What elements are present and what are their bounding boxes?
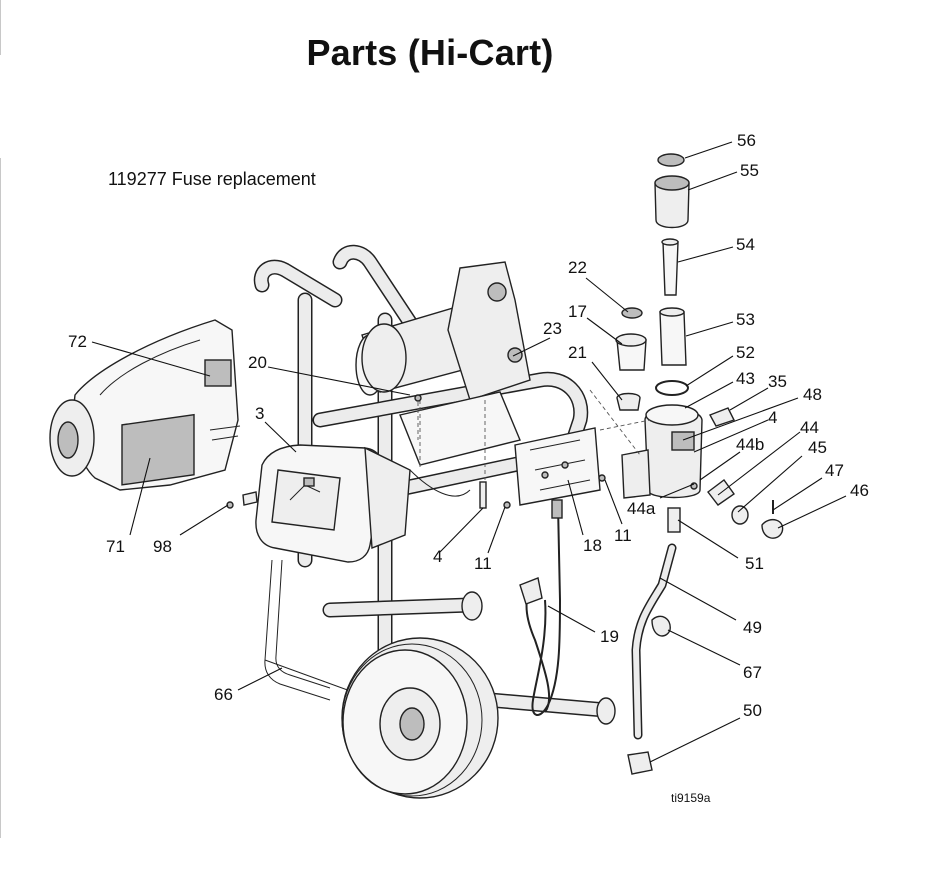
callout-labels: 56 55 54 22 17 53 23 72 21 52 20 43 35 4…	[68, 131, 869, 720]
suction-tube	[627, 543, 677, 775]
leader-lines	[91, 141, 847, 763]
callout-44b: 44b	[736, 435, 764, 454]
callout-50: 50	[743, 701, 762, 720]
figure-id: ti9159a	[671, 791, 711, 805]
power-cord	[519, 499, 563, 716]
callout-44: 44	[800, 418, 819, 437]
callout-66: 66	[214, 685, 233, 704]
fuse-replacement-note: 119277 Fuse replacement	[108, 169, 316, 189]
page-title: Parts (Hi-Cart)	[306, 32, 554, 73]
callout-4-lower: 4	[433, 547, 442, 566]
filter-parts	[615, 307, 647, 411]
callout-48: 48	[803, 385, 822, 404]
callout-20: 20	[248, 353, 267, 372]
callout-11-left: 11	[474, 554, 492, 573]
callout-35: 35	[768, 372, 787, 391]
callout-72: 72	[68, 332, 87, 351]
callout-3: 3	[255, 404, 264, 423]
control-board	[514, 427, 601, 506]
callout-21: 21	[568, 343, 587, 362]
callout-49: 49	[743, 618, 762, 637]
callout-56: 56	[737, 131, 756, 150]
callout-53: 53	[736, 310, 755, 329]
callout-55: 55	[740, 161, 759, 180]
pressure-control-stack	[589, 153, 784, 539]
callout-11-right: 11	[614, 526, 632, 545]
callout-44a: 44a	[627, 499, 656, 518]
callout-22: 22	[568, 258, 587, 277]
page-edge-top	[0, 0, 1, 55]
callout-18: 18	[583, 536, 602, 555]
callout-45: 45	[808, 438, 827, 457]
motor-assembly	[355, 261, 531, 480]
wheel	[341, 637, 499, 799]
callout-54: 54	[736, 235, 755, 254]
callout-51: 51	[745, 554, 764, 573]
control-box	[255, 444, 471, 563]
callout-52: 52	[736, 343, 755, 362]
callout-19: 19	[600, 627, 619, 646]
callout-98: 98	[153, 537, 172, 556]
callout-17: 17	[568, 302, 587, 321]
callout-23: 23	[543, 319, 562, 338]
page-edge-bottom	[0, 158, 1, 838]
callout-67: 67	[743, 663, 762, 682]
callout-43: 43	[736, 369, 755, 388]
callout-71: 71	[106, 537, 125, 556]
callout-46: 46	[850, 481, 869, 500]
fasteners	[226, 394, 606, 509]
callout-4-upper: 4	[768, 408, 777, 427]
callout-47: 47	[825, 461, 844, 480]
motor-shroud	[49, 319, 241, 491]
